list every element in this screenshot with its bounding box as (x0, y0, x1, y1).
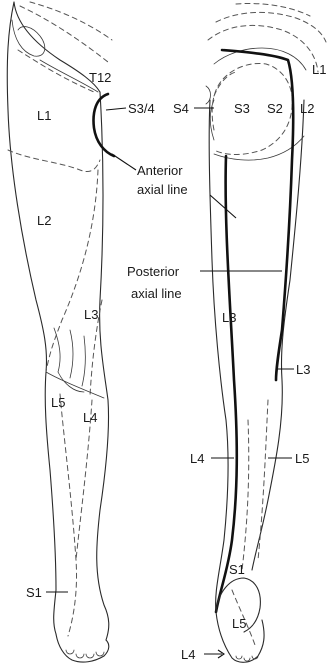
leader-s3-4 (106, 108, 126, 110)
anterior-iliac-crest (12, 20, 45, 56)
posterior-leg-outline-lateral (252, 100, 304, 570)
label-l3-front: L3 (84, 307, 98, 322)
posterior-boundary-l4-s1 (242, 420, 249, 570)
s3-4-genital-bracket (94, 94, 114, 156)
anterior-boundary-l4-l5 (60, 394, 77, 636)
label-l3-back-thigh: L3 (222, 310, 236, 325)
label-l2-front: L2 (37, 213, 51, 228)
anterior-knee-outline (54, 328, 85, 392)
label-l5-foot: L5 (232, 616, 246, 631)
label-l2-back: L2 (300, 101, 314, 116)
anterior-boundary-t12-l1 (18, 50, 94, 92)
label-l4-foot: L4 (181, 647, 195, 662)
anterior-pelvic-arc-1 (20, 6, 108, 62)
posterior-arc-l1-outer (236, 4, 310, 17)
anterior-foot-outline (56, 634, 109, 662)
label-posterior-axial-line-1: Posterior (127, 264, 180, 279)
anterior-leg (7, 2, 114, 662)
label-t12: T12 (89, 70, 111, 85)
leader-anterior-axial (112, 154, 136, 170)
label-l4-front: L4 (83, 410, 97, 425)
label-s1-back: S1 (229, 562, 245, 577)
label-posterior-axial-line-2: axial line (131, 286, 182, 301)
posterior-gluteal-fold (214, 136, 304, 160)
label-anterior-axial-line-1: Anterior (137, 163, 183, 178)
label-anterior-axial-line-2: axial line (137, 182, 188, 197)
label-l1-front: L1 (37, 108, 51, 123)
anterior-toes (66, 650, 104, 658)
label-s1-front: S1 (26, 585, 42, 600)
label-l4-back: L4 (190, 451, 204, 466)
posterior-arc-s4 (214, 72, 236, 96)
label-l1-back: L1 (312, 62, 326, 77)
label-s4: S4 (173, 101, 189, 116)
label-s2: S2 (267, 101, 283, 116)
leader-anterior-axial-to-line (210, 195, 236, 218)
label-l5-back: L5 (295, 451, 309, 466)
label-s3-back: S3 (234, 101, 250, 116)
anterior-leg-outline-lateral (7, 2, 56, 634)
anterior-hip-outline (14, 2, 100, 92)
label-s3-4: S3/4 (128, 101, 155, 116)
label-l5-front: L5 (51, 395, 65, 410)
anterior-leg-outline-medial (97, 92, 109, 640)
anterior-boundary-l1-l2 (8, 150, 100, 172)
anterior-pelvic-arc-2 (30, 2, 112, 40)
label-l3-back-calf: L3 (296, 362, 310, 377)
posterior-medial-axial-line (216, 156, 237, 612)
posterior-arc-s2 (208, 25, 318, 72)
